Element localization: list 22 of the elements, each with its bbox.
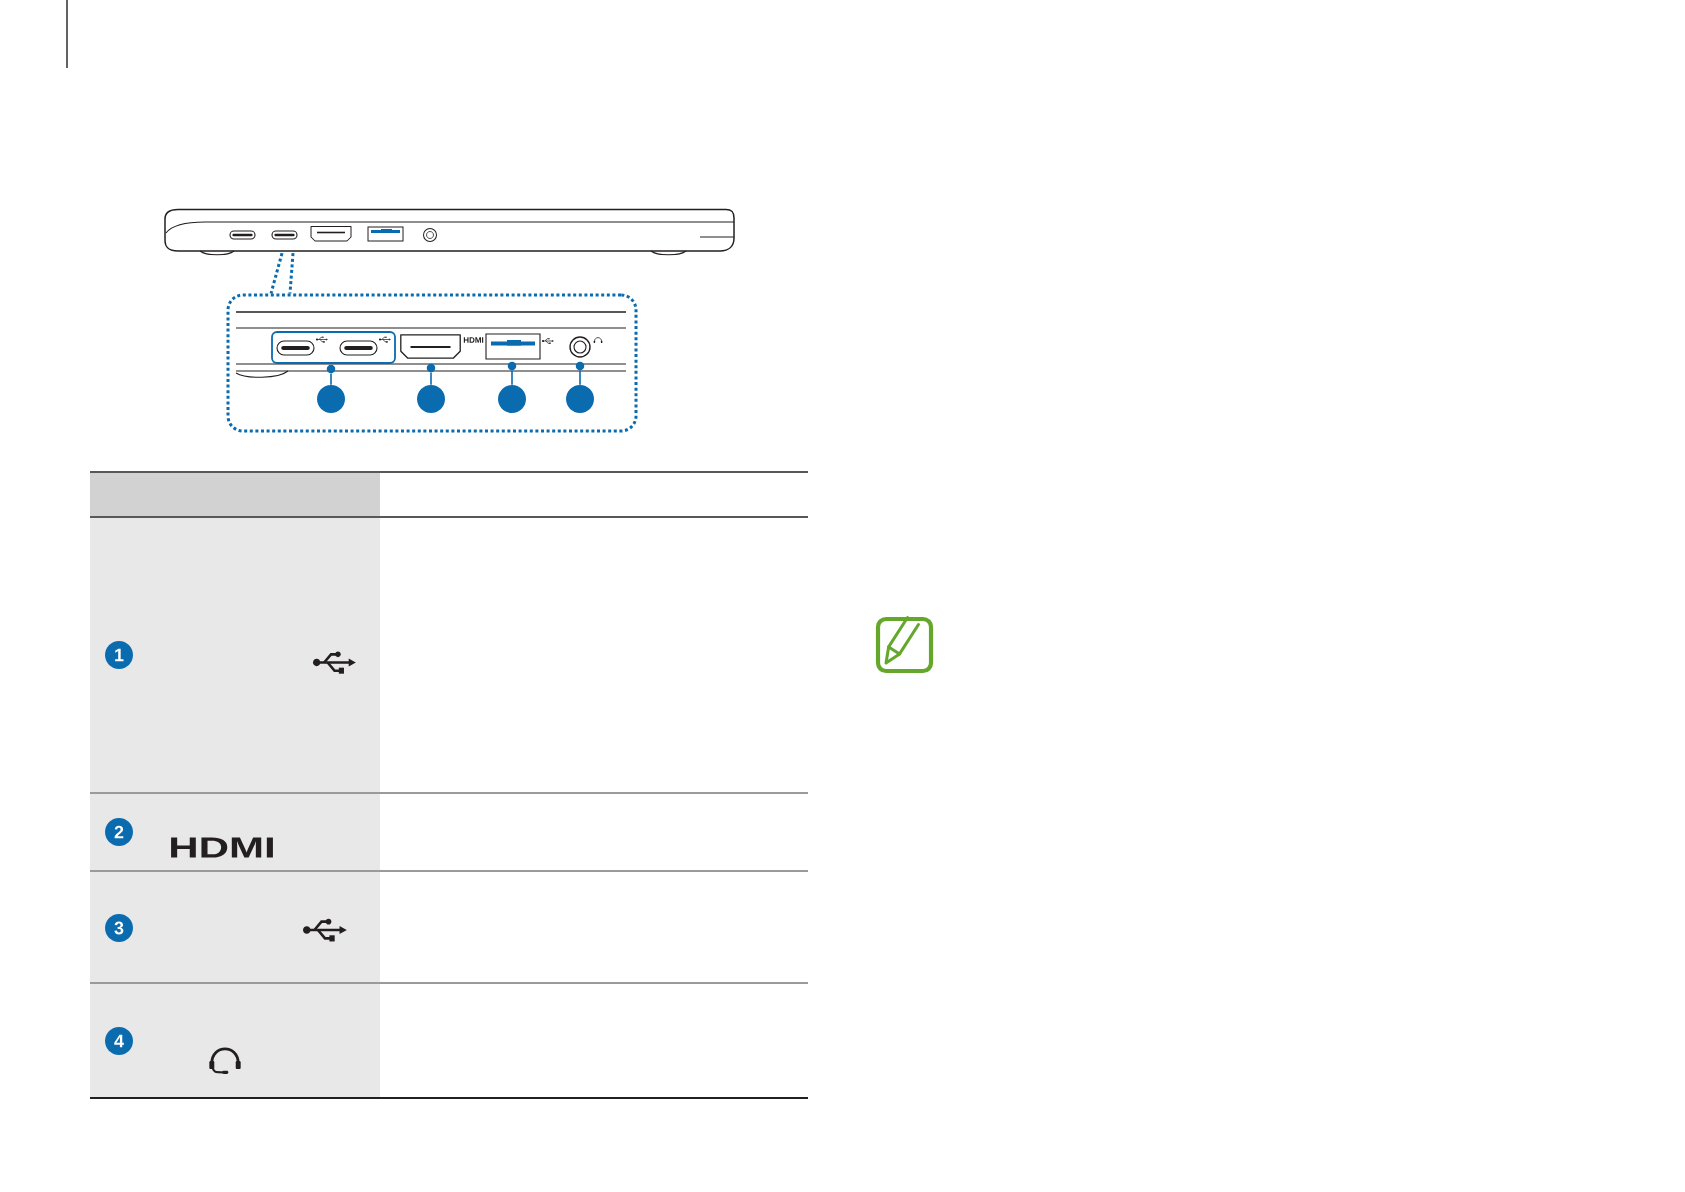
leader-line — [430, 371, 432, 386]
leader-line — [330, 372, 332, 386]
callout-circle — [317, 385, 345, 413]
leader-line — [511, 369, 513, 386]
number-badge: 4 — [105, 1027, 133, 1055]
usb-a-port — [485, 333, 541, 360]
port-name: HDMI — [171, 837, 273, 858]
audio-jack — [569, 336, 591, 358]
port-name: HDMI — [463, 337, 484, 343]
port-group-box — [271, 331, 396, 364]
number-badge: 3 — [105, 914, 133, 942]
zoom-guide-line — [288, 253, 295, 294]
leader-line — [579, 369, 581, 386]
hdmi-port — [400, 334, 461, 359]
laptop-side-drawing — [164, 208, 735, 256]
callout-circle — [498, 385, 526, 413]
magnified-view-frame — [226, 293, 638, 433]
zoom-guide-line — [269, 252, 284, 294]
number-badge: 2 — [105, 818, 133, 846]
number-badge: 1 — [105, 641, 133, 669]
callout-circle — [566, 385, 594, 413]
callout-circle — [417, 385, 445, 413]
